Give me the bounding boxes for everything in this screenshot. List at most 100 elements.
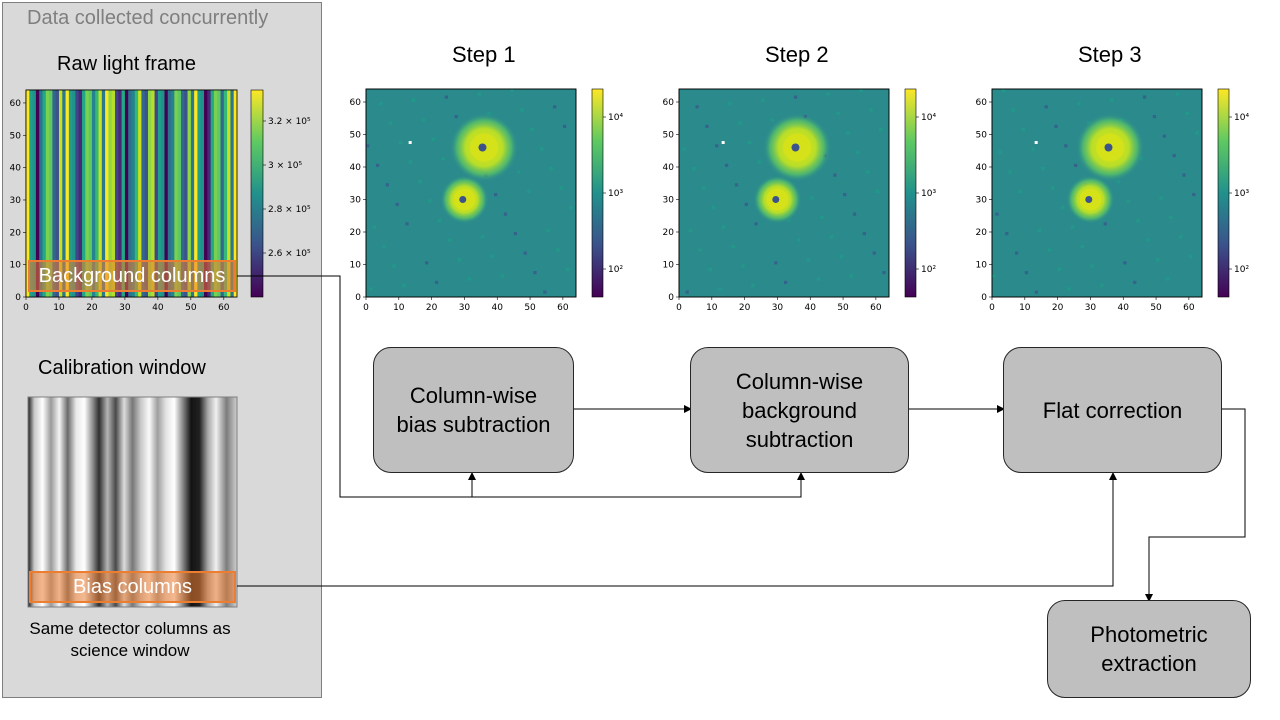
y-tick-label: 50 (350, 131, 362, 141)
x-tick-label: 10 (393, 303, 405, 313)
arrowhead-icon (468, 472, 476, 480)
raw-column (210, 90, 215, 297)
raw-column (32, 90, 37, 297)
raw-column (194, 90, 198, 297)
raw-column (187, 90, 192, 297)
x-tick-label: 60 (1183, 303, 1195, 313)
raw-colorbar-tick: 3.2 × 10⁵ (268, 117, 311, 127)
raw-column (174, 90, 179, 297)
raw-column (39, 90, 43, 297)
y-tick-label: 0 (15, 293, 21, 303)
background-columns-connector (237, 275, 802, 498)
x-tick-label: 10 (1019, 303, 1031, 313)
raw-column (184, 90, 188, 297)
raw-column (68, 90, 73, 297)
step-colorbar-tick: 10² (1234, 265, 1249, 275)
raw-column (29, 90, 33, 297)
bias-subtraction-label: Column-wise bias subtraction (396, 383, 551, 437)
photometric-extraction-box: Photometric extraction (1047, 600, 1251, 698)
step-colorbar-tick: 10³ (608, 189, 623, 199)
y-tick-label: 60 (976, 98, 988, 108)
arrowhead-icon (1109, 472, 1117, 480)
bias-columns-connector (237, 476, 1114, 587)
raw-column (134, 90, 139, 297)
raw-column (204, 90, 208, 297)
raw-frame-columns (26, 90, 238, 297)
y-tick-label: 40 (976, 163, 988, 173)
step-1-title: Step 1 (452, 42, 516, 67)
raw-light-frame-title: Raw light frame (57, 53, 196, 75)
hot-pixel (721, 141, 725, 144)
x-tick-label: 10 (53, 303, 65, 313)
y-tick-label: 10 (663, 261, 675, 271)
raw-column (62, 90, 66, 297)
arrowhead-icon (684, 405, 692, 413)
arrowhead-icon (997, 405, 1005, 413)
raw-colorbar-tick: 2.6 × 10⁵ (268, 249, 311, 259)
y-tick-label: 40 (10, 164, 22, 174)
raw-column (65, 90, 70, 297)
y-tick-label: 20 (976, 228, 988, 238)
y-tick-label: 50 (10, 131, 22, 141)
raw-column (197, 90, 202, 297)
same-columns-note: Same detector columns as science window (29, 619, 231, 660)
y-tick-label: 20 (350, 228, 362, 238)
raw-column (111, 90, 116, 297)
raw-column (177, 90, 182, 297)
step-colorbar-tick: 10⁴ (1234, 113, 1249, 123)
y-tick-label: 50 (976, 131, 988, 141)
raw-colorbar-tick: 3 × 10⁵ (268, 161, 302, 171)
raw-column (118, 90, 123, 297)
x-tick-label: 60 (218, 303, 230, 313)
step-colorbar-tick: 10² (608, 265, 623, 275)
raw-column (85, 90, 90, 297)
y-tick-label: 40 (663, 163, 675, 173)
y-tick-label: 30 (10, 196, 22, 206)
raw-column (167, 90, 172, 297)
x-tick-label: 50 (1150, 303, 1162, 313)
x-tick-label: 40 (1118, 303, 1130, 313)
y-tick-label: 30 (976, 196, 988, 206)
y-tick-label: 10 (350, 261, 362, 271)
raw-column (138, 90, 142, 297)
raw-column (115, 90, 119, 297)
raw-column (52, 90, 57, 297)
y-tick-label: 50 (663, 131, 675, 141)
x-tick-label: 30 (772, 303, 784, 313)
y-tick-label: 0 (981, 293, 987, 303)
y-tick-label: 40 (350, 163, 362, 173)
raw-column (171, 90, 175, 297)
raw-column (124, 90, 129, 297)
x-tick-label: 30 (1085, 303, 1097, 313)
raw-column (207, 90, 212, 297)
y-tick-label: 0 (668, 293, 674, 303)
x-tick-label: 30 (459, 303, 471, 313)
step-colorbar-tick: 10³ (921, 189, 936, 199)
step-colorbar (591, 88, 604, 298)
raw-colorbar (250, 89, 264, 298)
raw-column (108, 90, 113, 297)
bias-columns-highlight: Bias columns (29, 571, 236, 603)
x-tick-label: 50 (185, 303, 197, 313)
raw-column (49, 90, 53, 297)
flat-correction-box: Flat correction (1003, 347, 1222, 473)
raw-column (105, 90, 109, 297)
raw-column (220, 90, 225, 297)
y-tick-label: 10 (976, 261, 988, 271)
background-columns-highlight: Background columns (28, 260, 236, 292)
x-tick-label: 20 (1052, 303, 1064, 313)
y-tick-label: 60 (663, 98, 675, 108)
hot-pixel (408, 141, 412, 144)
raw-column (157, 90, 162, 297)
y-tick-label: 60 (350, 98, 362, 108)
x-tick-label: 20 (426, 303, 438, 313)
flat-correction-label: Flat correction (1042, 397, 1183, 423)
step-2-title: Step 2 (765, 42, 829, 67)
step-colorbar-tick: 10³ (1234, 189, 1249, 199)
arrowhead-icon (1145, 594, 1153, 602)
raw-column (72, 90, 76, 297)
x-tick-label: 0 (676, 303, 682, 313)
